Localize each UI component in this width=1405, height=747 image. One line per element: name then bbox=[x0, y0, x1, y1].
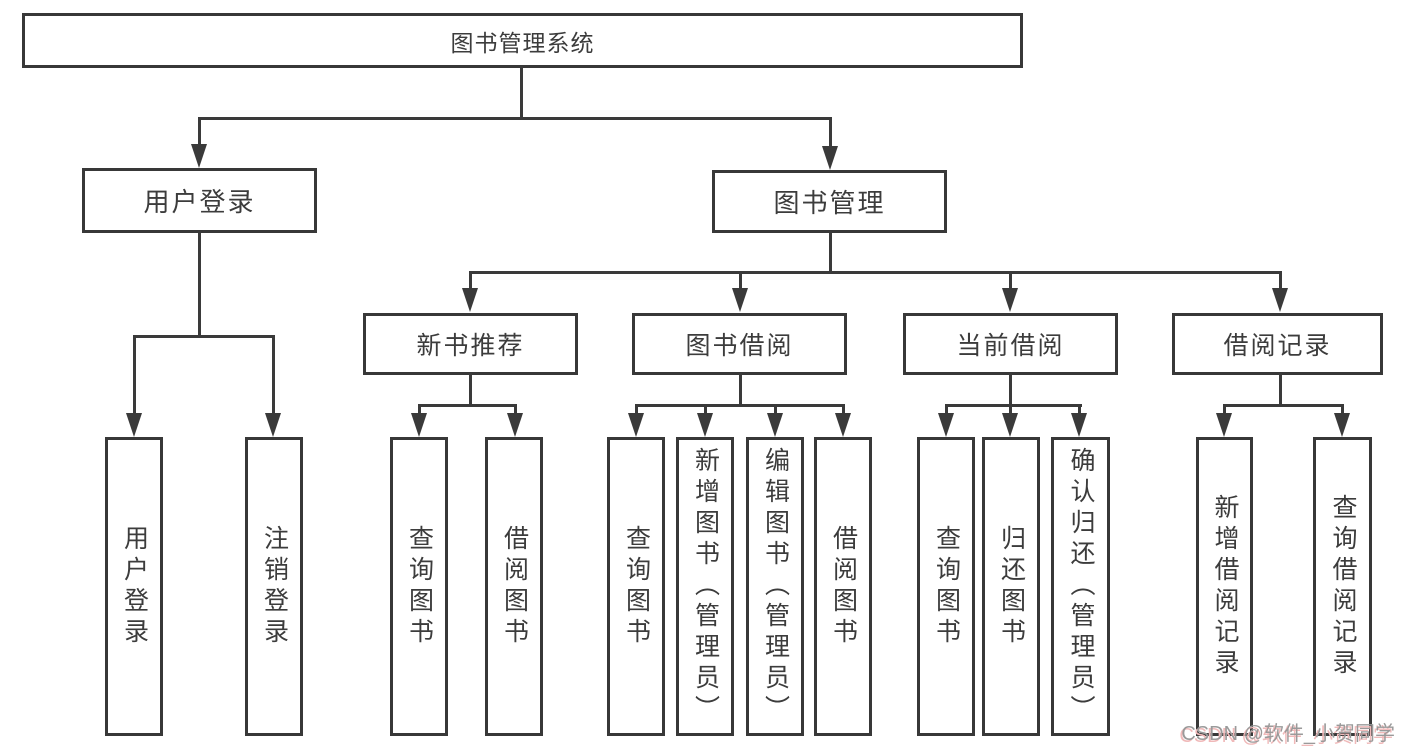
arrow-to-new-book-recommend bbox=[462, 288, 478, 312]
arrow-to-user-login-leaf bbox=[126, 413, 142, 437]
arrow-to-current-query bbox=[938, 413, 954, 437]
connector-to-logout-leaf bbox=[272, 335, 275, 415]
arrow-to-records-add bbox=[1216, 413, 1232, 437]
arrow-to-records-query bbox=[1334, 413, 1350, 437]
leaf-recommend-borrow-books: 借阅图书 bbox=[485, 437, 543, 736]
arrow-to-recommend-query bbox=[411, 413, 427, 437]
arrow-to-current-confirm bbox=[1071, 413, 1087, 437]
leaf-current-query-books: 查询图书 bbox=[917, 437, 975, 736]
leaf-user-login-label: 用户登录 bbox=[120, 524, 149, 649]
connector-new-book-recommend-stem bbox=[469, 373, 472, 407]
node-book-management-label: 图书管理 bbox=[773, 188, 886, 218]
arrow-to-logout-leaf bbox=[265, 413, 281, 437]
connector-to-user-login-leaf bbox=[133, 335, 136, 415]
arrow-to-borrow-query bbox=[628, 413, 644, 437]
leaf-records-query-record: 查询借阅记录 bbox=[1313, 437, 1372, 736]
node-new-book-recommend-label: 新书推荐 bbox=[416, 332, 525, 360]
node-new-book-recommend: 新书推荐 bbox=[363, 313, 578, 375]
connector-to-current-query bbox=[945, 404, 948, 415]
arrow-to-borrow-borrow bbox=[835, 413, 851, 437]
leaf-recommend-query-books-label: 查询图书 bbox=[405, 524, 434, 649]
leaf-records-add-record: 新增借阅记录 bbox=[1196, 437, 1253, 736]
leaf-borrow-borrow-books: 借阅图书 bbox=[814, 437, 872, 736]
arrow-to-user-login bbox=[191, 144, 207, 168]
connector-user-login-stem bbox=[198, 231, 201, 338]
connector-to-current-borrow bbox=[1009, 271, 1012, 290]
arrow-to-current-borrow bbox=[1002, 288, 1018, 312]
connector-book-borrow-rail bbox=[635, 404, 845, 407]
leaf-borrow-add-books-admin-label: 新增图书（管理员） bbox=[691, 447, 720, 726]
connector-book-management-stem bbox=[829, 231, 832, 274]
leaf-current-return-books-label: 归还图书 bbox=[997, 524, 1026, 649]
leaf-user-login: 用户登录 bbox=[105, 437, 163, 736]
leaf-recommend-borrow-books-label: 借阅图书 bbox=[500, 524, 529, 649]
connector-to-borrow-query bbox=[635, 404, 638, 415]
connector-to-borrow-records bbox=[1279, 271, 1282, 290]
connector-current-borrow-rail bbox=[945, 404, 1082, 407]
connector-user-login-rail bbox=[133, 335, 275, 338]
node-borrow-records: 借阅记录 bbox=[1172, 313, 1383, 375]
node-borrow-records-label: 借阅记录 bbox=[1223, 332, 1332, 360]
leaf-recommend-query-books: 查询图书 bbox=[390, 437, 448, 736]
leaf-borrow-add-books-admin: 新增图书（管理员） bbox=[676, 437, 734, 736]
arrow-to-borrow-records bbox=[1272, 288, 1288, 312]
connector-root-to-book-management bbox=[829, 117, 832, 149]
connector-to-current-return bbox=[1009, 404, 1012, 415]
connector-current-borrow-stem bbox=[1009, 373, 1012, 407]
arrow-to-book-borrow bbox=[732, 288, 748, 312]
connector-borrow-records-stem bbox=[1279, 373, 1282, 407]
leaf-records-add-record-label: 新增借阅记录 bbox=[1211, 493, 1239, 680]
connector-borrow-records-rail bbox=[1223, 404, 1344, 407]
connector-to-book-borrow bbox=[739, 271, 742, 290]
leaf-logout: 注销登录 bbox=[245, 437, 303, 736]
arrow-to-recommend-borrow bbox=[507, 413, 523, 437]
connector-book-management-rail bbox=[469, 271, 1282, 274]
leaf-borrow-edit-books-admin: 编辑图书（管理员） bbox=[746, 437, 804, 736]
connector-new-book-recommend-rail bbox=[418, 404, 517, 407]
connector-to-records-add bbox=[1223, 404, 1226, 415]
node-book-management: 图书管理 bbox=[712, 170, 947, 233]
node-user-login-label: 用户登录 bbox=[143, 187, 256, 217]
connector-to-new-book-recommend bbox=[469, 271, 472, 290]
connector-to-records-query bbox=[1341, 404, 1344, 415]
connector-to-borrow-edit bbox=[774, 404, 777, 415]
node-current-borrow: 当前借阅 bbox=[903, 313, 1118, 375]
leaf-logout-label: 注销登录 bbox=[260, 524, 289, 649]
arrow-to-book-management bbox=[822, 146, 838, 170]
node-root-label: 图书管理系统 bbox=[450, 29, 595, 56]
leaf-borrow-query-books: 查询图书 bbox=[607, 437, 665, 736]
connector-to-current-confirm bbox=[1078, 404, 1081, 415]
leaf-current-return-books: 归还图书 bbox=[982, 437, 1040, 736]
connector-root-to-user-login bbox=[198, 117, 201, 147]
leaf-current-confirm-return-admin-label: 确认归还（管理员） bbox=[1067, 447, 1095, 726]
connector-to-borrow-add bbox=[704, 404, 707, 415]
leaf-borrow-query-books-label: 查询图书 bbox=[622, 524, 651, 649]
node-root: 图书管理系统 bbox=[22, 13, 1023, 68]
node-book-borrow: 图书借阅 bbox=[632, 313, 847, 375]
csdn-watermark: CSDN @软件_小贺同学 bbox=[1181, 723, 1395, 745]
leaf-records-query-record-label: 查询借阅记录 bbox=[1329, 493, 1357, 680]
arrow-to-current-return bbox=[1002, 413, 1018, 437]
leaf-borrow-edit-books-admin-label: 编辑图书（管理员） bbox=[761, 447, 790, 726]
connector-to-recommend-query bbox=[418, 404, 421, 415]
node-current-borrow-label: 当前借阅 bbox=[956, 332, 1065, 360]
node-book-borrow-label: 图书借阅 bbox=[685, 332, 794, 360]
arrow-to-borrow-edit bbox=[767, 413, 783, 437]
leaf-borrow-borrow-books-label: 借阅图书 bbox=[829, 524, 858, 649]
leaf-current-confirm-return-admin: 确认归还（管理员） bbox=[1051, 437, 1110, 736]
connector-root-rail bbox=[198, 117, 832, 120]
connector-to-recommend-borrow bbox=[514, 404, 517, 415]
node-user-login: 用户登录 bbox=[82, 168, 317, 233]
connector-to-borrow-borrow bbox=[842, 404, 845, 415]
connector-book-borrow-stem bbox=[739, 373, 742, 407]
leaf-current-query-books-label: 查询图书 bbox=[932, 524, 961, 649]
arrow-to-borrow-add bbox=[697, 413, 713, 437]
connector-root-stem bbox=[520, 66, 523, 119]
